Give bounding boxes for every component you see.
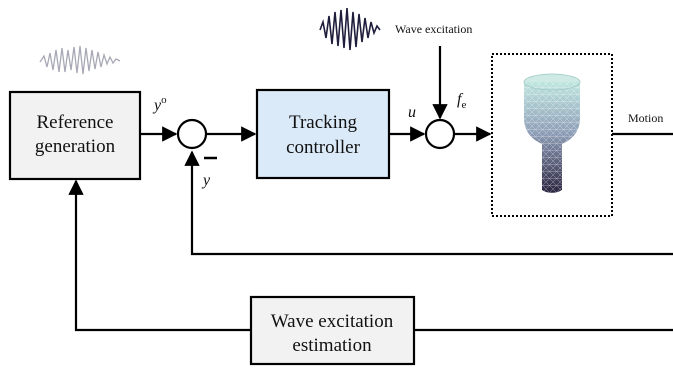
y-label: y bbox=[201, 172, 211, 189]
tracking-controller-block: Tracking controller bbox=[255, 88, 391, 180]
summing-junction-1 bbox=[176, 118, 208, 150]
tracking-line2: controller bbox=[286, 137, 361, 158]
tracking-line1: Tracking bbox=[289, 112, 357, 133]
wave-estimation-block: Wave excitation estimation bbox=[249, 295, 416, 366]
reference-generation-block: Reference generation bbox=[8, 90, 142, 181]
estimation-line1: Wave excitation bbox=[271, 311, 394, 332]
wave-excitation-icon bbox=[319, 7, 381, 51]
reference-line1: Reference bbox=[37, 112, 114, 133]
wave-excitation-label: Wave excitation bbox=[395, 22, 472, 36]
reference-line2: generation bbox=[35, 136, 116, 157]
motion-label: Motion bbox=[628, 111, 663, 125]
floating-body-mesh-icon bbox=[523, 73, 581, 193]
plant-block bbox=[491, 53, 613, 217]
summing-junction-2 bbox=[424, 118, 456, 150]
y-ref-label: yo bbox=[152, 94, 167, 114]
reference-wave-icon bbox=[39, 45, 121, 75]
fe-label: fe bbox=[457, 91, 466, 111]
signal-lines bbox=[68, 46, 673, 332]
u-label: u bbox=[408, 104, 416, 121]
estimation-line2: estimation bbox=[292, 335, 372, 356]
